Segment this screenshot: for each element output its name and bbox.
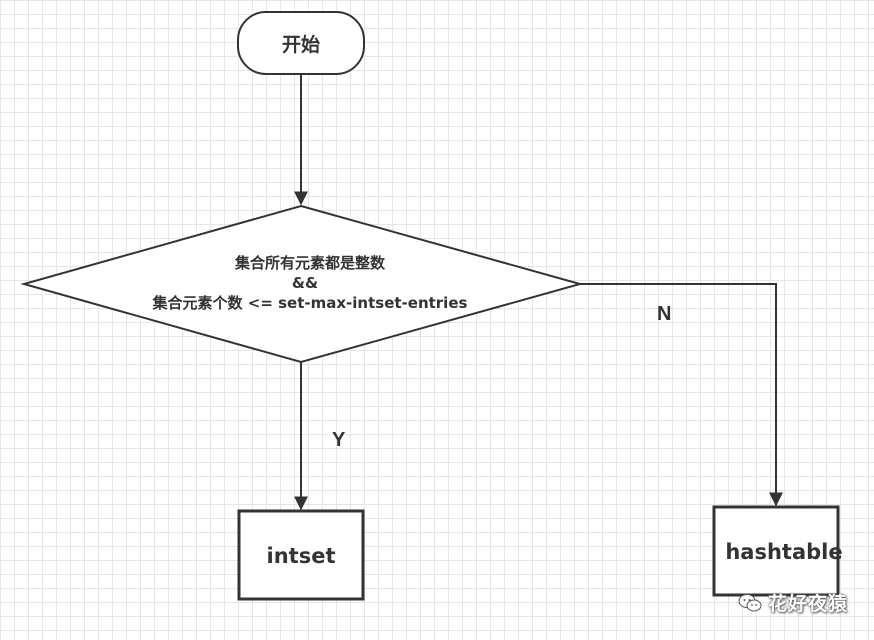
hashtable-label: hashtable xyxy=(725,540,842,564)
edge-label-yes: Y xyxy=(332,429,346,451)
intset-node: intset xyxy=(237,509,365,601)
wechat-icon xyxy=(738,593,762,611)
watermark-text: 花好夜猿 xyxy=(767,593,848,615)
start-label: 开始 xyxy=(282,33,320,56)
edge-label-no: N xyxy=(657,303,671,325)
decision-operator: && xyxy=(292,274,318,292)
intset-label: intset xyxy=(267,544,336,568)
decision-node: 集合所有元素都是整数 && 集合元素个数 <= set-max-intset-e… xyxy=(20,204,584,364)
decision-condition-line-1: 集合所有元素都是整数 xyxy=(234,254,386,272)
watermark: 花好夜猿 xyxy=(738,589,848,616)
start-node: 开始 xyxy=(237,11,365,75)
edge-decision-to-hashtable xyxy=(580,283,783,507)
decision-condition-line-2: 集合元素个数 <= set-max-intset-entries xyxy=(152,294,468,312)
hashtable-node: hashtable xyxy=(712,505,843,597)
hashtable-box xyxy=(712,505,840,597)
intset-box xyxy=(237,509,365,601)
